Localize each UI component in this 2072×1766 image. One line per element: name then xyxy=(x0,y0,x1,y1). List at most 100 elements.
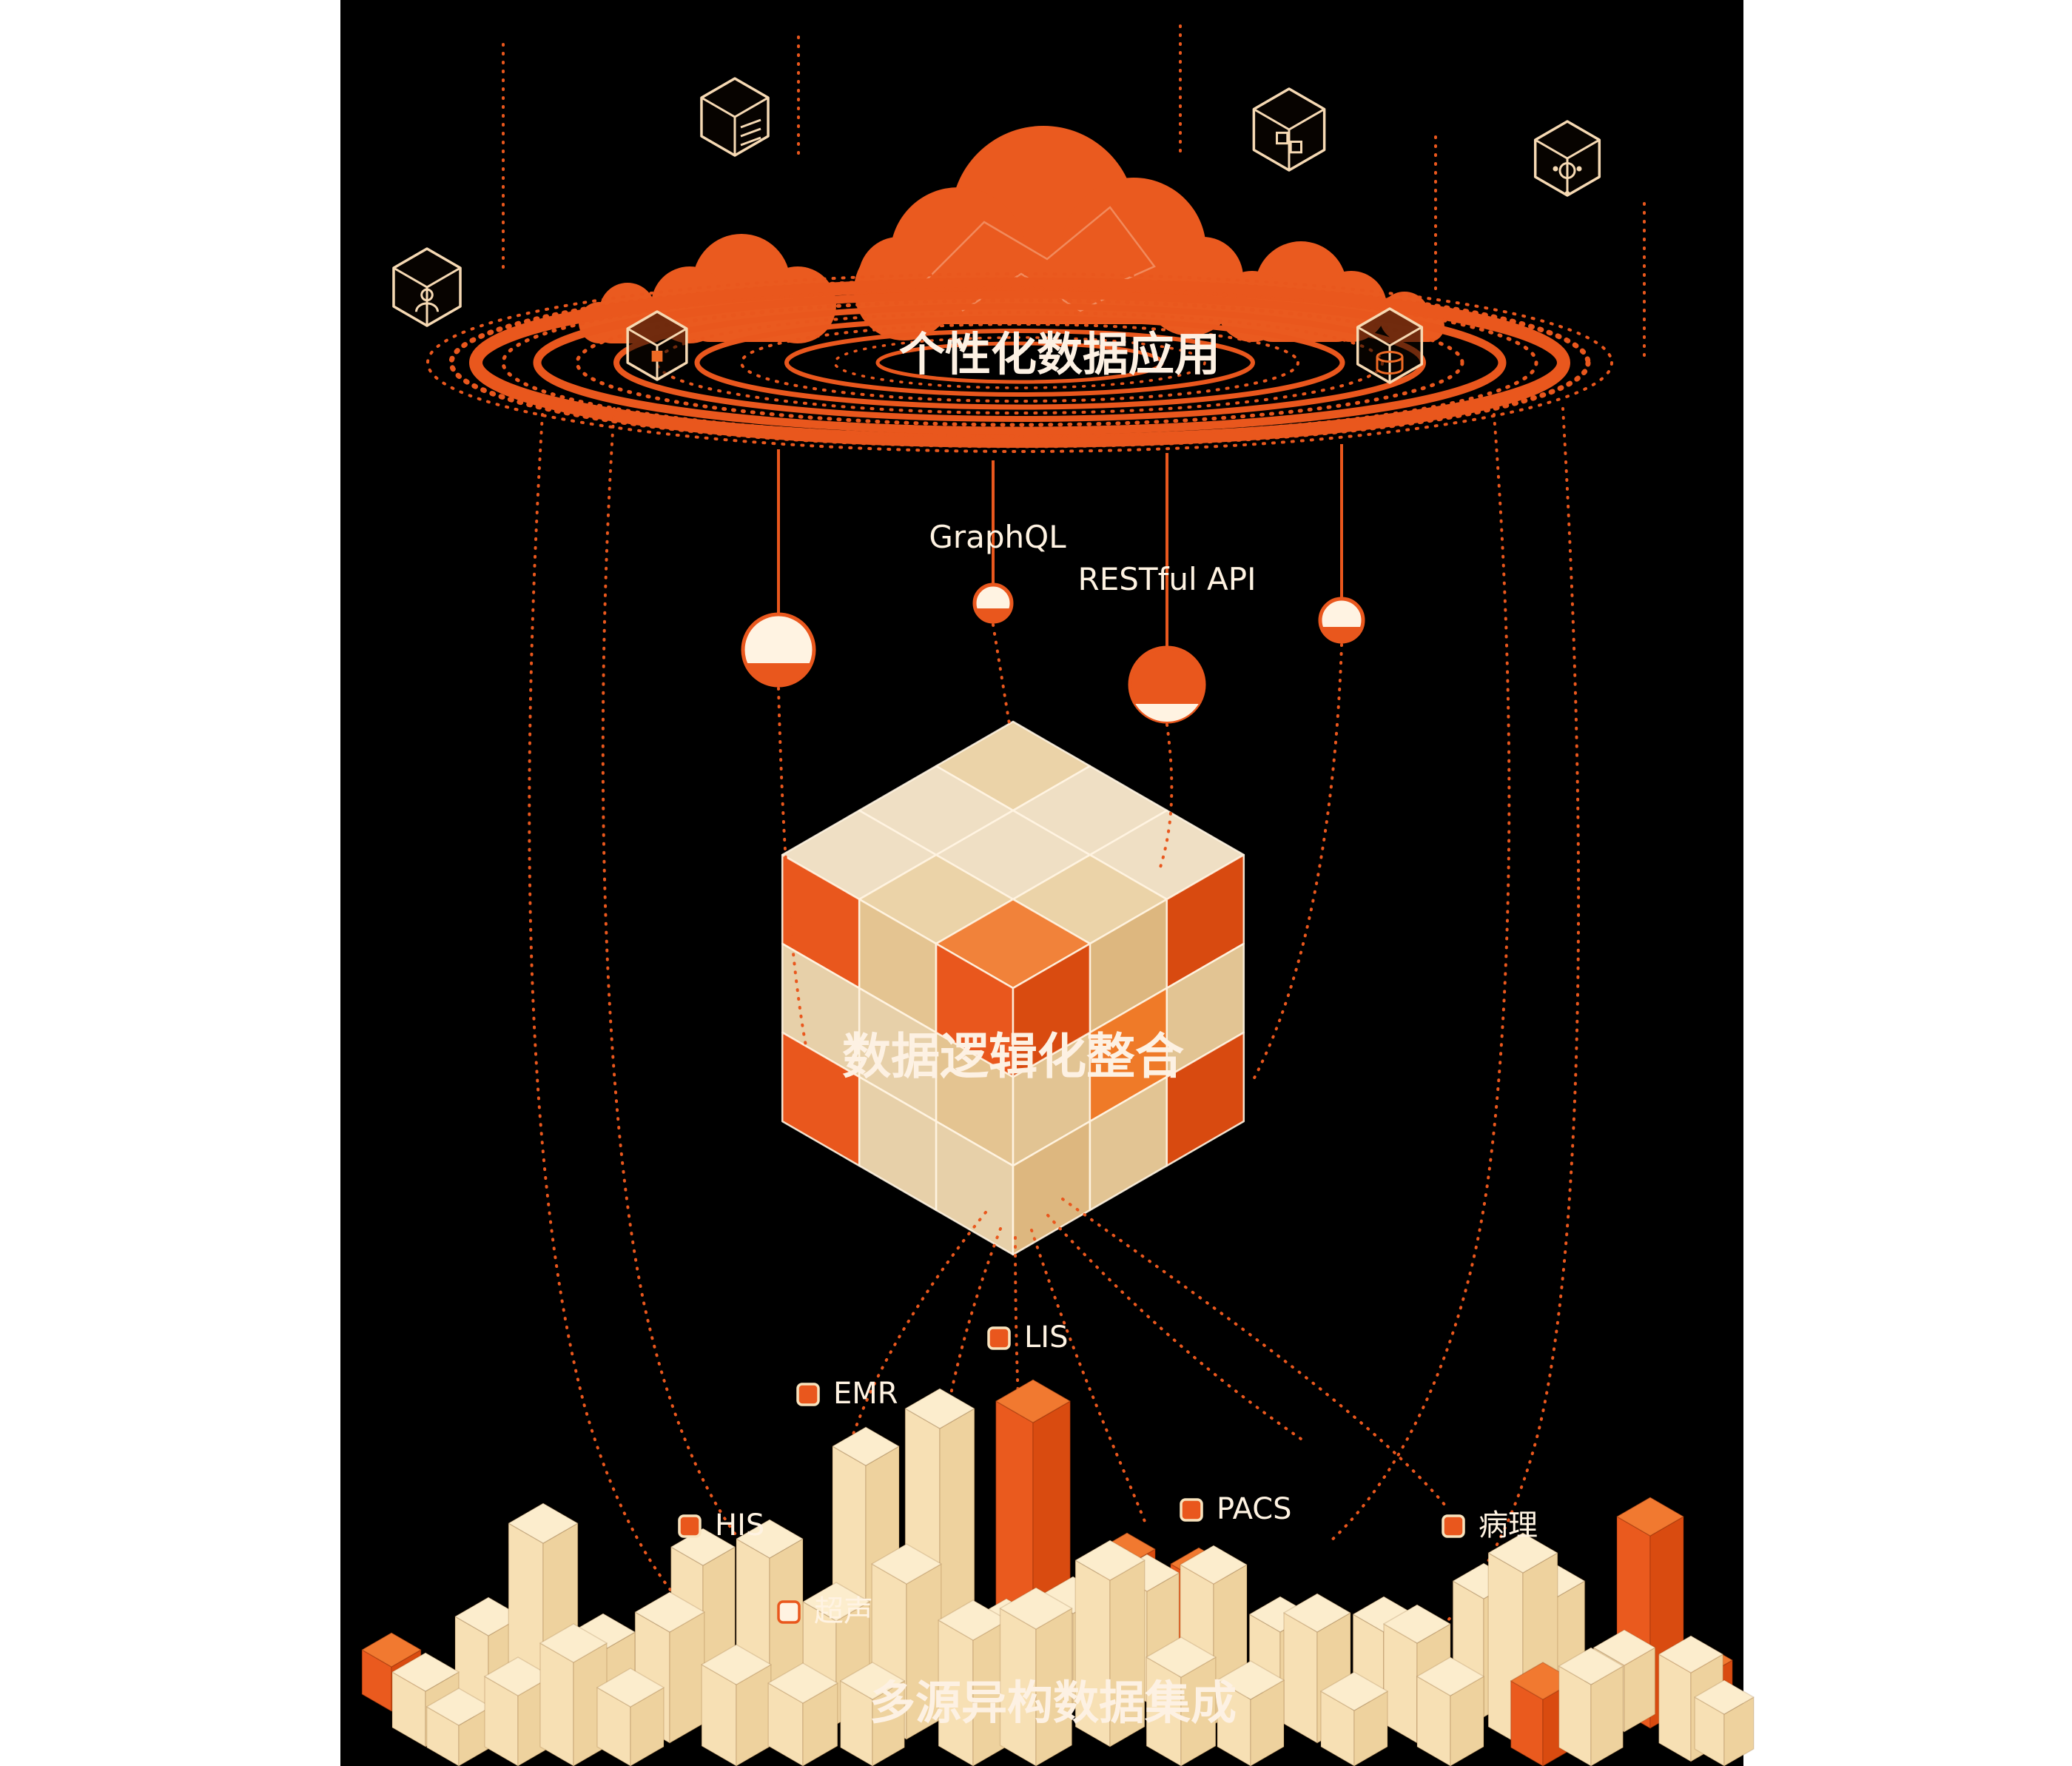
iso-bar-right xyxy=(669,1611,705,1744)
legend-pathology: 病理 xyxy=(1442,1508,1538,1542)
iso-bar-top xyxy=(391,1652,460,1692)
icon-glyph xyxy=(740,136,761,147)
data-cube xyxy=(781,720,1245,1256)
icon-glyph xyxy=(1564,191,1570,196)
iso-bar-top xyxy=(1217,1660,1285,1700)
cube-edge xyxy=(734,96,769,118)
iso-bar-top xyxy=(1283,1593,1351,1633)
iso-bar-top xyxy=(802,1582,870,1622)
bottom-title: 多源异构数据集成 xyxy=(870,1676,1237,1730)
iso-bar-top xyxy=(1487,1532,1558,1574)
orbit-ring xyxy=(469,278,1570,448)
legend-his: HIS xyxy=(678,1508,764,1542)
icon-glyph xyxy=(1553,166,1558,172)
iso-bar-top xyxy=(670,1528,736,1566)
floating-cube-icons xyxy=(392,77,1601,384)
emr-marker-icon xyxy=(796,1383,820,1406)
iso-bar-top xyxy=(426,1688,492,1726)
legend-emr: EMR xyxy=(796,1377,898,1411)
icon-glyph xyxy=(1376,357,1404,375)
iso-bar xyxy=(426,1688,492,1766)
icon-glyph xyxy=(420,288,434,302)
ball-fill-level xyxy=(1321,627,1362,642)
iso-bar-top xyxy=(832,1426,900,1466)
ball-to-cube-dash xyxy=(1251,643,1343,1084)
iso-bar-top xyxy=(1658,1635,1724,1673)
legend-label: 病理 xyxy=(1479,1508,1538,1542)
cube-cell-right xyxy=(1166,1031,1245,1167)
pathology-marker-icon xyxy=(1442,1514,1465,1538)
iso-bar xyxy=(1146,1636,1217,1766)
legend-ultrasound: 超声 xyxy=(777,1594,873,1628)
iso-bar xyxy=(1558,1647,1624,1766)
cube-edge xyxy=(627,327,658,347)
orbit-ring xyxy=(784,329,1255,397)
dotted-flow-curve xyxy=(1364,407,1581,1689)
restful-api-label: RESTful API xyxy=(1078,561,1257,597)
graphql-label: GraphQL xyxy=(929,519,1066,555)
top-title: 个性化数据应用 xyxy=(899,327,1220,381)
icon-glyph xyxy=(1576,166,1582,172)
stacked-boxes-cube-icon xyxy=(1252,87,1326,172)
legend-label: 超声 xyxy=(814,1594,873,1628)
ball-to-cube-dash xyxy=(992,623,1011,725)
iso-bar-top xyxy=(871,1543,942,1585)
legend-label: LIS xyxy=(1024,1320,1068,1354)
middle-title: 数据逻辑化整合 xyxy=(842,1028,1184,1085)
icon-glyph xyxy=(740,118,761,129)
database-cube-icon xyxy=(1356,307,1424,384)
iso-bar xyxy=(999,1587,1073,1766)
iso-bar-top xyxy=(1694,1679,1755,1715)
cube-edge xyxy=(1253,108,1290,131)
cube-edge xyxy=(393,266,428,289)
icon-glyph xyxy=(1276,131,1289,145)
orbit-ring xyxy=(740,323,1299,403)
cube-edge xyxy=(426,266,461,289)
iso-bar-top xyxy=(938,1599,1009,1641)
his-marker-icon xyxy=(678,1514,702,1538)
dotted-streams xyxy=(502,24,1646,357)
lis-marker-icon xyxy=(987,1326,1011,1350)
legend-label: EMR xyxy=(833,1377,898,1411)
ball-fill-level xyxy=(975,608,1011,622)
cube-to-bars-dash xyxy=(1046,1214,1302,1440)
orbit-ring xyxy=(533,290,1507,435)
cube-edge xyxy=(1534,138,1568,160)
iso-bar-top xyxy=(1616,1497,1684,1537)
user-cube-icon xyxy=(392,247,462,327)
iso-bar-top xyxy=(508,1503,579,1544)
icon-glyph xyxy=(740,127,761,138)
legend-pacs: PACS xyxy=(1180,1492,1292,1526)
iso-bar-top xyxy=(701,1644,772,1685)
iso-bar-top xyxy=(1558,1647,1624,1685)
iso-bar-top xyxy=(1383,1604,1451,1644)
iso-bar-top xyxy=(904,1388,975,1429)
iso-bar-top xyxy=(634,1591,705,1633)
iso-bar-top xyxy=(539,1623,608,1663)
legend-lis: LIS xyxy=(987,1320,1068,1354)
cube-edge xyxy=(1567,138,1601,160)
iso-bar-top xyxy=(1592,1629,1656,1666)
iso-bar-top xyxy=(839,1662,906,1700)
server-cube-icon xyxy=(700,77,770,157)
pacs-marker-icon xyxy=(1180,1498,1203,1522)
legend-label: HIS xyxy=(715,1508,764,1542)
iso-bar-top xyxy=(1180,1545,1248,1585)
ball-to-cube-dash xyxy=(777,687,813,1073)
iso-bar xyxy=(1694,1679,1755,1766)
iso-bar-left xyxy=(1383,1623,1418,1744)
iso-bar-top xyxy=(736,1519,804,1559)
orbit-ring xyxy=(875,341,1164,384)
orbit-ring xyxy=(426,272,1613,453)
icon-glyph xyxy=(1289,141,1302,154)
api-connectors: GraphQL RESTful API xyxy=(741,444,1365,724)
iso-bar xyxy=(1283,1593,1351,1744)
package-cube-icon xyxy=(626,310,688,381)
ball-fill-level xyxy=(745,663,812,686)
iso-bar-top xyxy=(1146,1636,1217,1678)
data-source-bars xyxy=(361,1379,1755,1766)
iso-bar-top xyxy=(1416,1656,1484,1696)
iso-bar-top xyxy=(767,1662,838,1704)
icon-glyph xyxy=(651,350,663,362)
